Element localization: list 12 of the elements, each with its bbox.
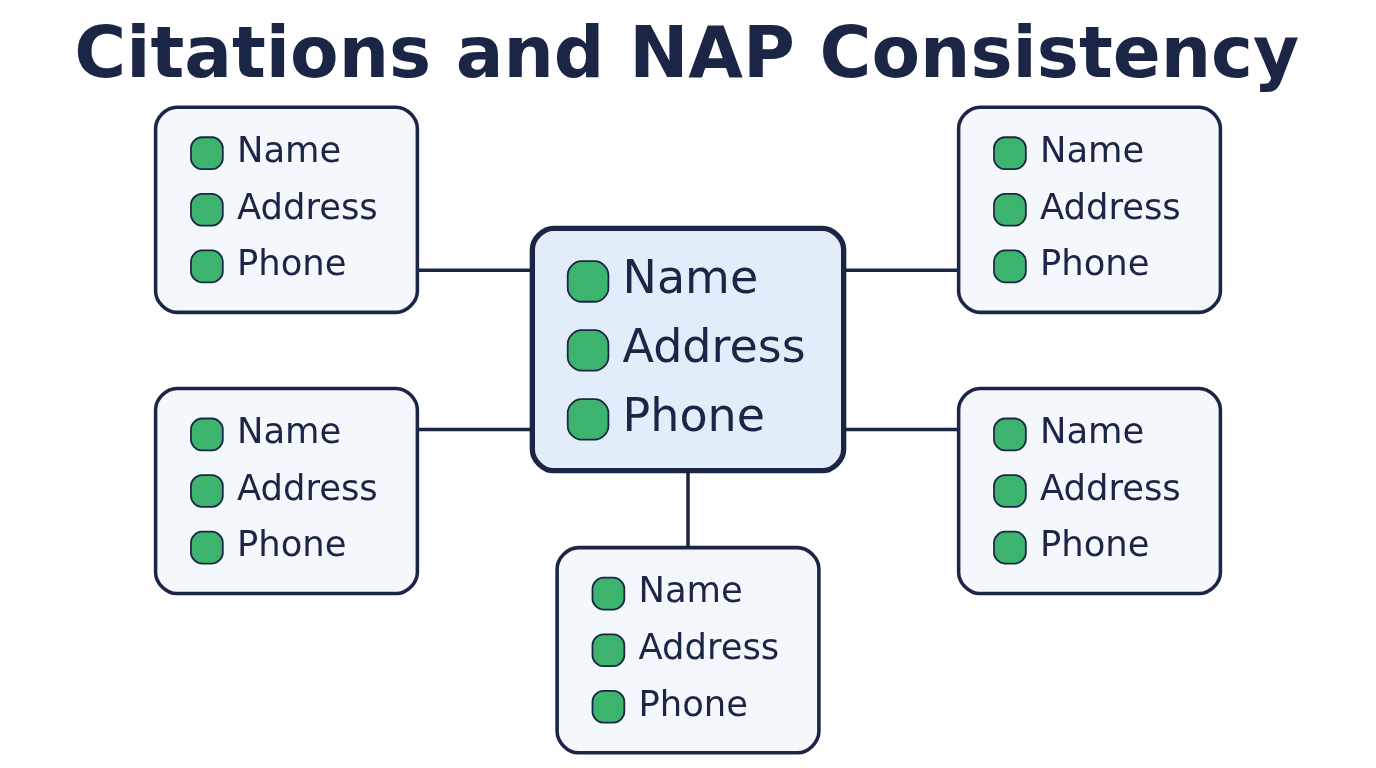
node-box: Name Address Phone — [153, 105, 420, 315]
connector — [843, 427, 959, 432]
node-box: Name Address Phone — [153, 386, 420, 596]
node-box: Name Address Phone — [529, 225, 847, 474]
connector — [417, 427, 533, 432]
node-box: Name Address Phone — [956, 105, 1223, 315]
node-box: Name Address Phone — [956, 386, 1223, 596]
connector — [686, 470, 690, 548]
connector — [417, 268, 533, 273]
connector — [843, 268, 959, 273]
diagram-title: Citations and NAP Consistency — [74, 11, 1300, 95]
node-box: Name Address Phone — [555, 545, 821, 755]
